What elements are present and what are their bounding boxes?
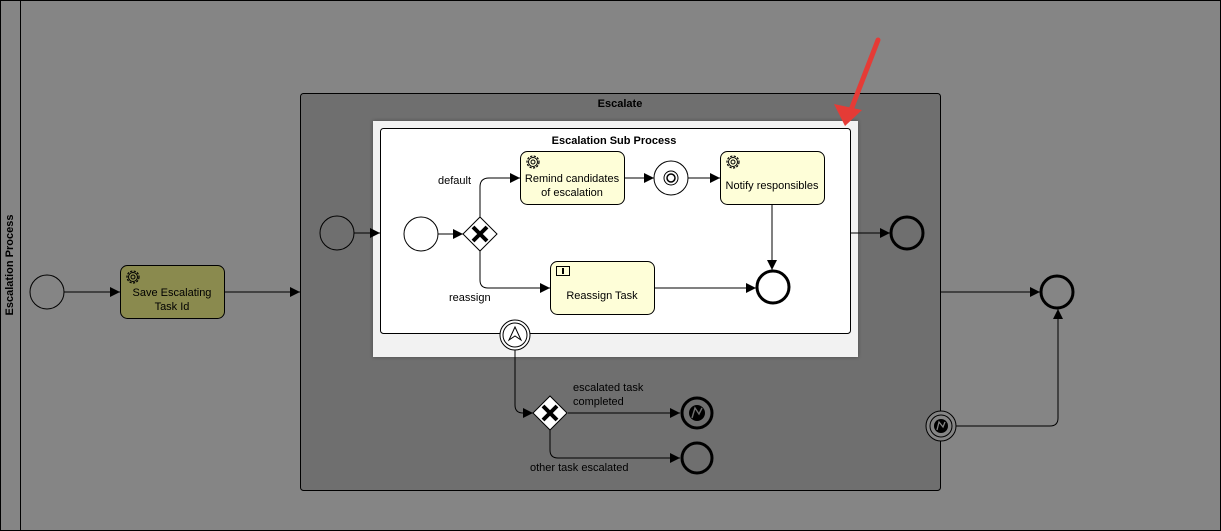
user-task-icon — [556, 266, 570, 276]
start-event[interactable] — [29, 274, 65, 310]
gear-icon — [526, 155, 540, 169]
escalation-icon — [507, 325, 523, 342]
flow-reassign[interactable] — [479, 251, 550, 293]
annotation-arrow — [834, 37, 881, 126]
exclusive-gateway-inner[interactable] — [462, 216, 498, 252]
error-icon — [691, 406, 703, 419]
task-save-line2: Task Id — [155, 301, 190, 313]
flow-other-task-escalated[interactable] — [549, 430, 680, 463]
intermediate-event[interactable] — [653, 160, 689, 196]
subprocess-start-event[interactable] — [403, 216, 439, 252]
x-icon — [541, 404, 559, 422]
flow-label-escalated-2: completed — [573, 396, 624, 408]
task-save-line1: Save Escalating — [133, 287, 212, 299]
flow-boundary-to-end[interactable] — [956, 309, 1063, 427]
task-notify-label: Notify responsibles — [726, 180, 819, 192]
flow-label-reassign: reassign — [449, 292, 491, 304]
task-notify-responsibles[interactable]: Notify responsibles — [720, 151, 825, 205]
error-end-event[interactable] — [680, 396, 714, 430]
flow-boundary-escalation-to-gateway[interactable] — [514, 350, 533, 418]
task-save-escalating[interactable]: Save Escalating Task Id — [120, 265, 225, 319]
x-icon — [471, 225, 489, 243]
escalate-end-event[interactable] — [889, 215, 925, 251]
gear-icon — [726, 155, 740, 169]
flow-label-escalated-1: escalated task — [573, 382, 644, 394]
flow-label-default: default — [438, 175, 471, 187]
task-reassign-label: Reassign Task — [566, 290, 638, 302]
flow-label-other-task: other task escalated — [530, 462, 628, 474]
error-icon — [936, 420, 946, 431]
task-reassign[interactable]: Reassign Task — [550, 261, 655, 315]
escalate-label: Escalate — [598, 98, 643, 110]
flow-default[interactable] — [479, 173, 520, 217]
exclusive-gateway-outer[interactable] — [532, 395, 568, 431]
boundary-escalation-event[interactable] — [499, 319, 531, 351]
task-remind-candidates[interactable]: Remind candidates of escalation — [520, 151, 625, 205]
subprocess-end-event[interactable] — [755, 269, 791, 305]
gear-icon — [126, 270, 140, 284]
task-remind-line2: of escalation — [541, 187, 603, 199]
escalate-start-event[interactable] — [319, 215, 355, 251]
escalation-subprocess-label: Escalation Sub Process — [552, 135, 677, 147]
other-task-end-event[interactable] — [680, 441, 714, 475]
task-remind-line1: Remind candidates — [525, 173, 620, 185]
process-end-event[interactable] — [1039, 274, 1075, 310]
pool-label: Escalation Process — [4, 215, 16, 316]
boundary-error-event[interactable] — [925, 410, 957, 442]
